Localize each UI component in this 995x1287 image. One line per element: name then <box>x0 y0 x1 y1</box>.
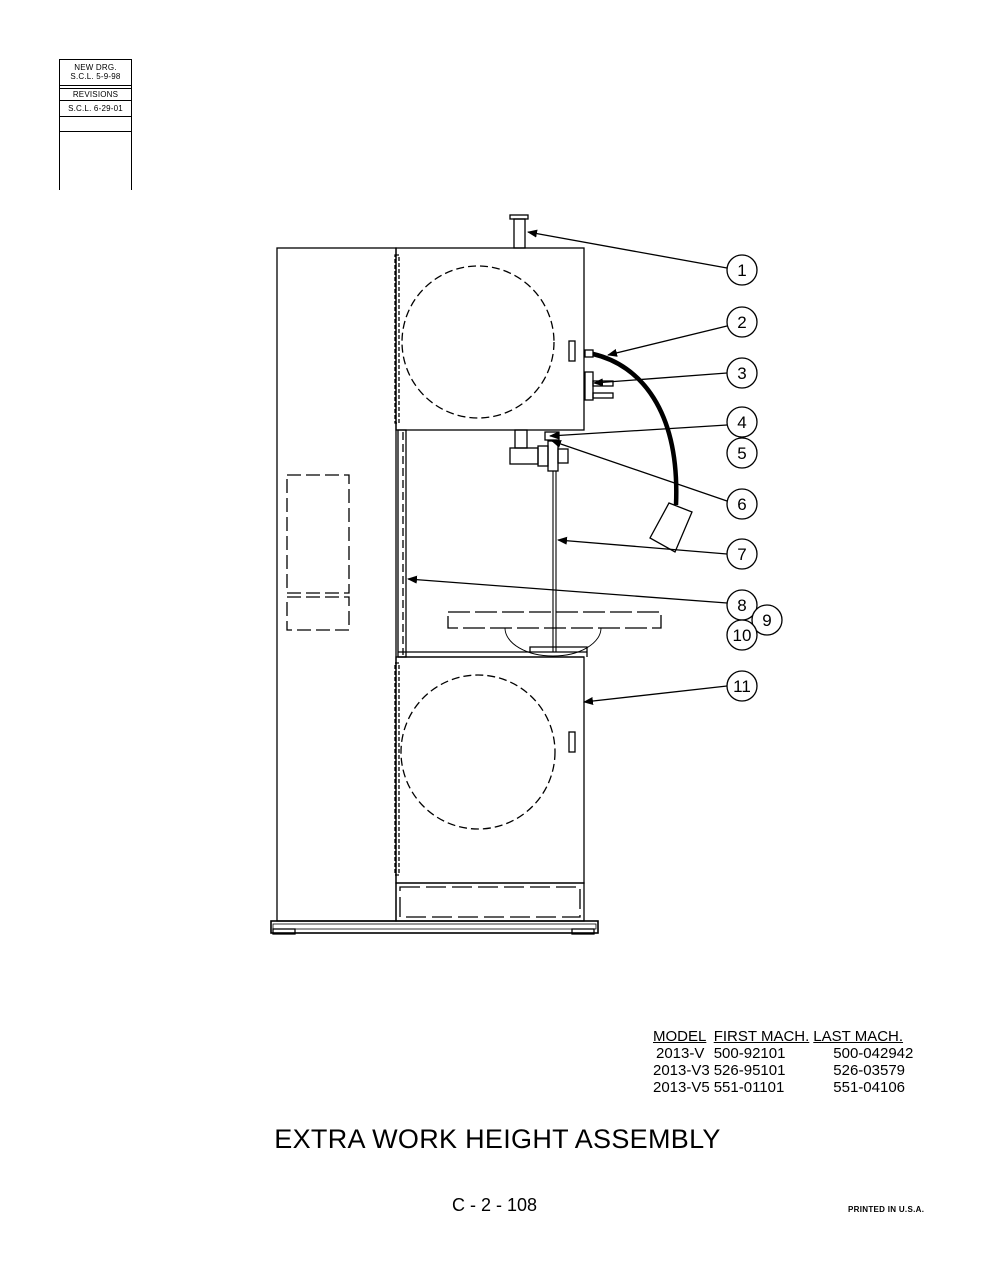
first-mach-cell: 500-92101 <box>713 1045 786 1062</box>
revision-block: NEW DRG. S.C.L. 5-9-98 REVISIONS S.C.L. … <box>59 59 132 190</box>
model-cell: 2013-V3 <box>653 1062 710 1079</box>
leader-7 <box>557 536 728 555</box>
foot-left <box>272 928 296 935</box>
callout-label-8: 8 <box>737 596 746 615</box>
electrical-box-hidden <box>286 474 350 594</box>
new-drg-entry: S.C.L. 5-9-98 <box>70 72 121 81</box>
base-plate <box>270 920 599 934</box>
model-cell: 2013-V <box>656 1045 705 1062</box>
callout-label-2: 2 <box>737 313 746 332</box>
leader-8 <box>407 575 728 604</box>
printed-notice: PRINTED IN U.S.A. <box>848 1205 925 1214</box>
new-drawing-cell: NEW DRG. S.C.L. 5-9-98 <box>60 59 131 86</box>
callout-balloon-5 <box>726 437 758 469</box>
callout-balloon-11 <box>726 670 758 702</box>
callout-label-1: 1 <box>737 261 746 280</box>
model-serial-table: MODEL FIRST MACH. LAST MACH. 2013-V 500-… <box>653 1028 917 1096</box>
first-mach-cell: 551-01101 <box>713 1079 785 1096</box>
callout-label-3: 3 <box>737 364 746 383</box>
callout-balloon-1 <box>726 254 758 286</box>
callout-balloon-7 <box>726 538 758 570</box>
callout-label-11: 11 <box>733 677 751 696</box>
drawing-title: EXTRA WORK HEIGHT ASSEMBLY <box>274 1124 721 1154</box>
trunnion-block <box>529 646 588 657</box>
revision-divider <box>60 100 131 101</box>
foot-right <box>571 928 595 935</box>
model-cell: 2013-V5 <box>653 1079 710 1096</box>
work-light-shade <box>649 502 693 553</box>
header-last-mach: LAST MACH. <box>813 1028 904 1045</box>
table-row: 2013-V5 551-01101 551-04106 <box>653 1079 917 1096</box>
hose-fitting <box>584 349 594 358</box>
upper-window <box>568 340 576 362</box>
revisions-label: REVISIONS <box>72 90 119 99</box>
callout-balloon-10 <box>726 619 758 651</box>
lower-window <box>568 731 576 753</box>
upper-wheel <box>401 265 555 419</box>
callout-balloon-9 <box>751 604 783 636</box>
callout-balloon-3 <box>726 357 758 389</box>
leader-6 <box>551 440 728 502</box>
lower-wheel <box>400 674 556 830</box>
upper-hinge <box>394 254 400 424</box>
callout-label-4: 4 <box>737 413 746 432</box>
table-row: 2013-V 500-92101 500-042942 <box>653 1045 917 1062</box>
column-guard <box>397 429 407 658</box>
table-row: 2013-V3 526-95101 526-03579 <box>653 1062 917 1079</box>
revision-divider <box>60 131 131 132</box>
leader-11 <box>583 685 728 705</box>
blade-guide <box>547 440 559 472</box>
work-table <box>447 611 662 629</box>
last-mach-cell: 526-03579 <box>833 1062 906 1079</box>
upper-wheel-housing <box>395 247 585 431</box>
revision-divider <box>60 88 131 89</box>
lower-hinge <box>394 662 400 876</box>
callout-balloon-2 <box>726 306 758 338</box>
callout-label-7: 7 <box>737 545 746 564</box>
base-cabinet <box>395 882 585 922</box>
callout-label-5: 5 <box>737 444 746 463</box>
guide-post-arm <box>509 447 539 465</box>
callout-balloon-4 <box>726 406 758 438</box>
revision-divider <box>60 116 131 117</box>
bandsaw-assembly-drawing: 1 2 3 4 5 6 7 8 9 10 11 <box>270 214 783 935</box>
speed-handle-plate <box>584 371 594 401</box>
base-plate-inner <box>272 923 597 930</box>
switch-box-hidden <box>286 596 350 631</box>
frame-column <box>276 247 397 922</box>
revision-entry: S.C.L. 6-29-01 <box>68 104 123 113</box>
page-number: C - 2 - 108 <box>452 1195 538 1215</box>
speed-handle-lever-lower <box>592 392 614 399</box>
header-first-mach: FIRST MACH. <box>713 1028 810 1045</box>
last-mach-cell: 500-042942 <box>833 1045 914 1062</box>
first-mach-cell: 526-95101 <box>713 1062 786 1079</box>
lower-wheel-housing <box>395 656 585 884</box>
guide-post-bracket <box>514 429 528 449</box>
leader-4 <box>549 424 728 440</box>
blade-guide-block <box>537 445 549 467</box>
last-mach-cell: 551-04106 <box>833 1079 906 1096</box>
leader-1 <box>527 229 728 269</box>
leader-2 <box>607 325 728 357</box>
callout-label-10: 10 <box>733 626 752 645</box>
callout-label-9: 9 <box>762 611 771 630</box>
leader-3 <box>593 372 728 387</box>
tension-post <box>513 218 526 249</box>
header-model: MODEL <box>653 1028 707 1045</box>
new-drg-label: NEW DRG. <box>74 63 117 72</box>
callout-balloon-6 <box>726 488 758 520</box>
model-table: MODEL FIRST MACH. LAST MACH. 2013-V 500-… <box>653 1028 917 1096</box>
blade-guide-knob <box>557 448 569 464</box>
callout-label-6: 6 <box>737 495 746 514</box>
air-hose <box>592 351 679 506</box>
table-header-row: MODEL FIRST MACH. LAST MACH. <box>653 1028 917 1045</box>
table-trunnion <box>504 627 602 657</box>
base-panel-hidden <box>399 886 581 918</box>
